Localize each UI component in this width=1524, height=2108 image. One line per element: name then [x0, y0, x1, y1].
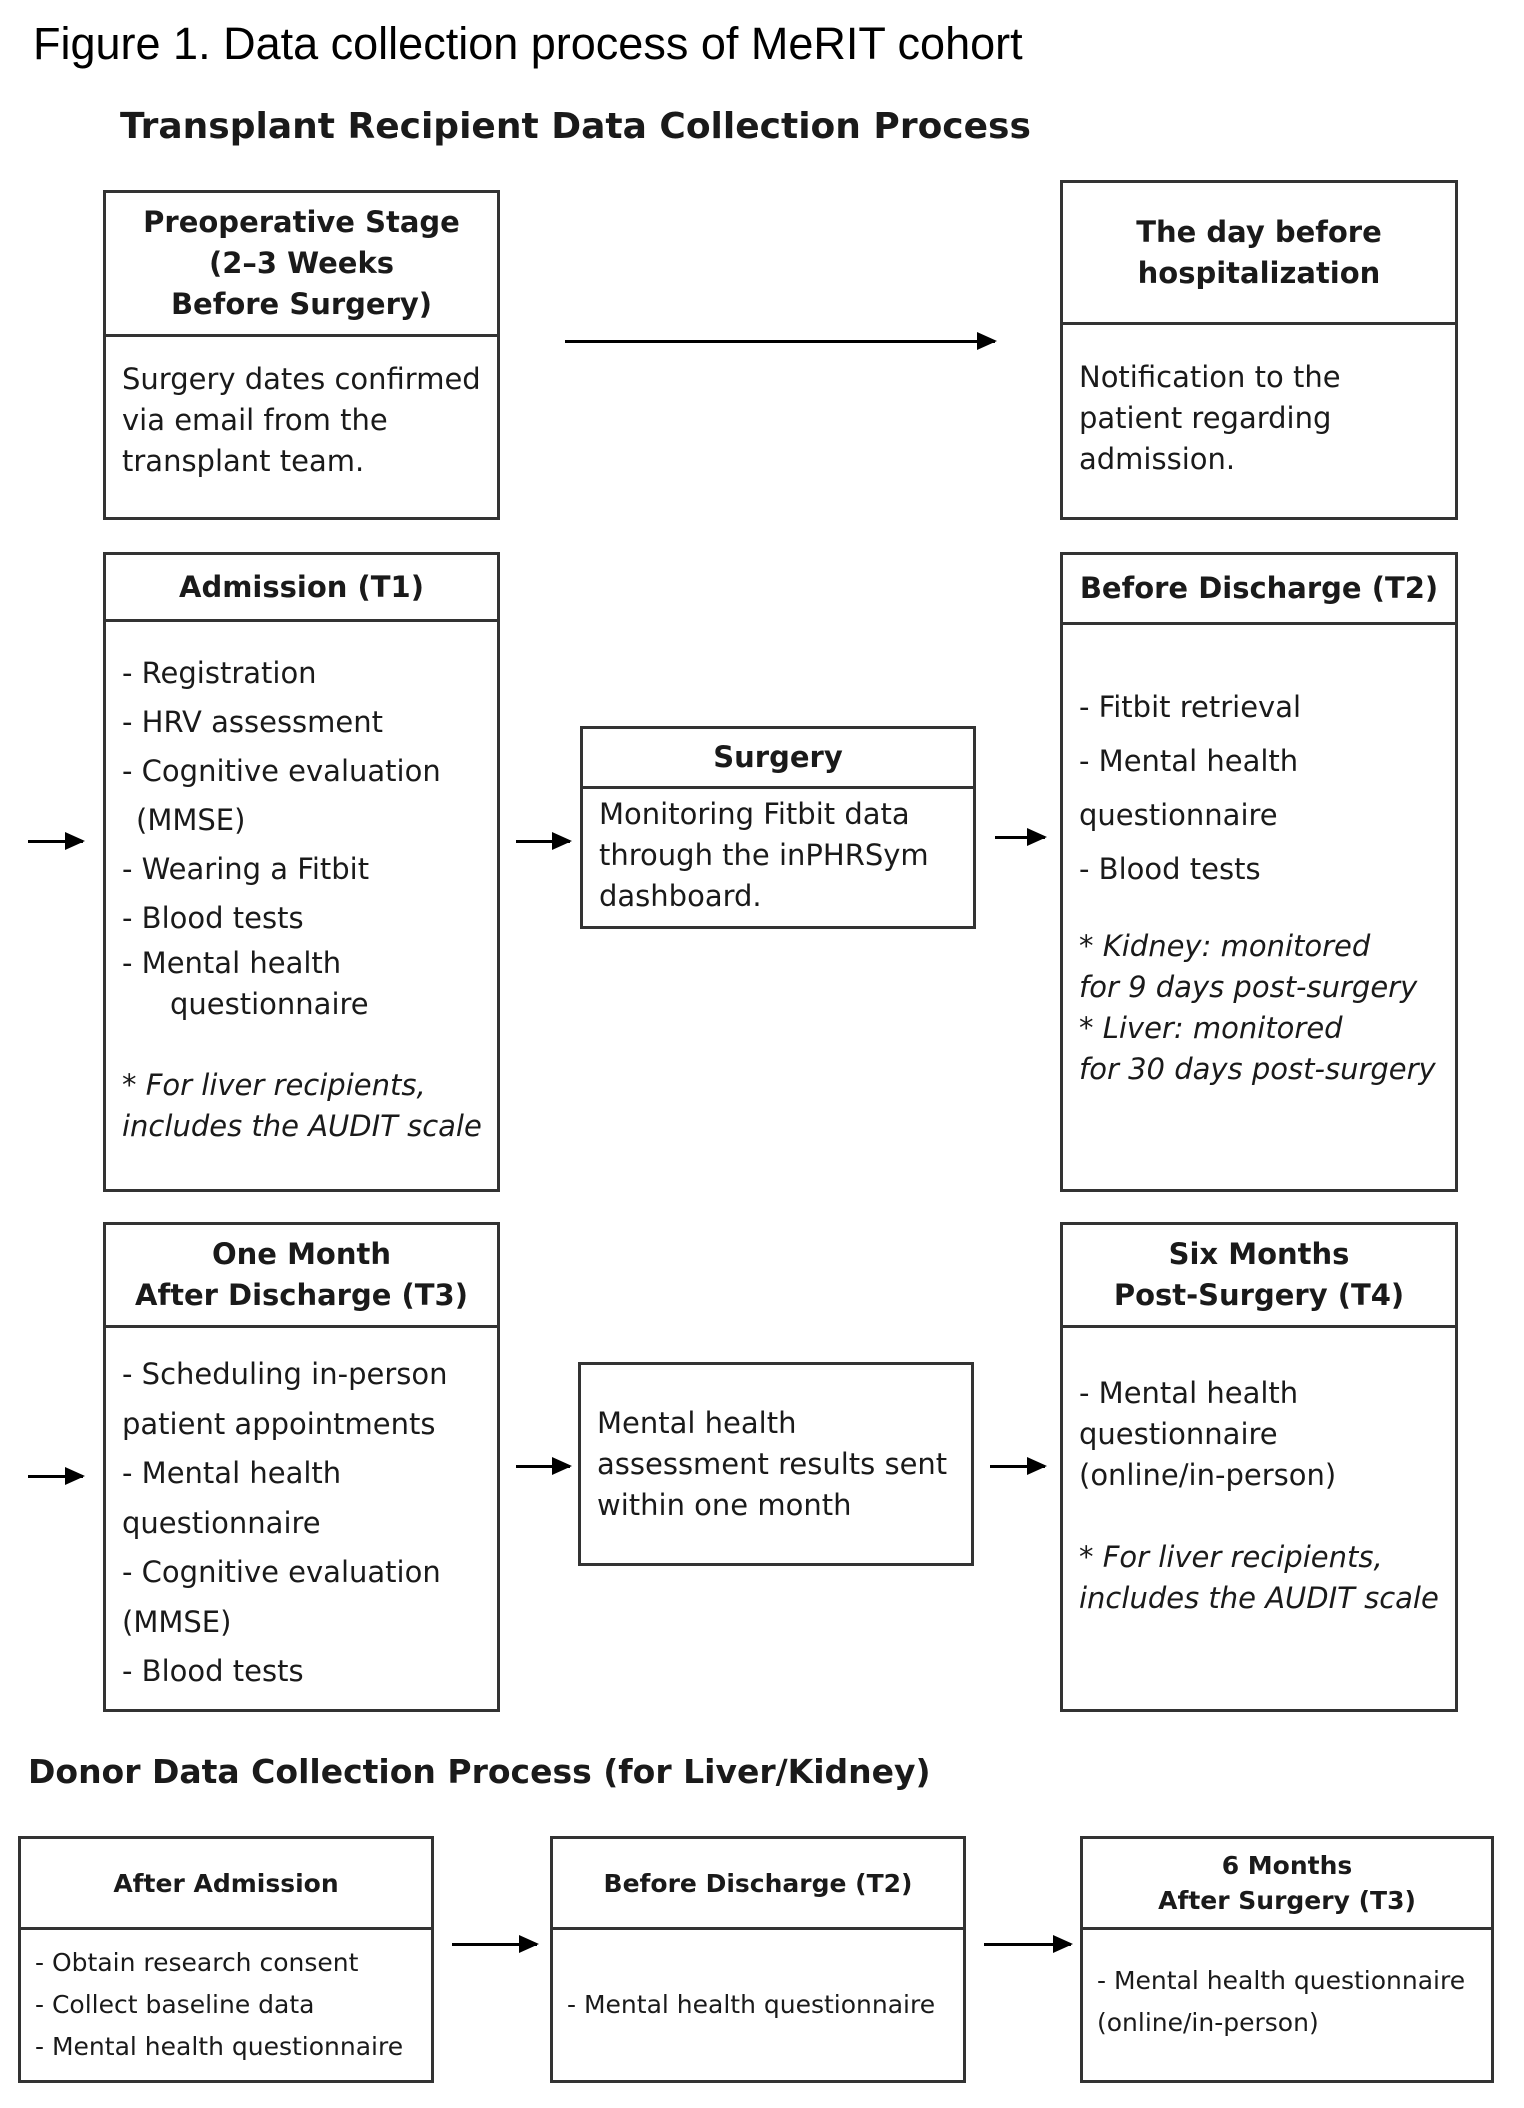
admission-t1-box: Admission (T1) - Registration - HRV asse… — [103, 552, 500, 1192]
arrow-donor-admission-to-discharge — [452, 1935, 539, 1953]
before-discharge-t2-body: - Fitbit retrieval - Mental health quest… — [1063, 625, 1455, 1189]
results-sent-body: Mental health assessment results sent wi… — [597, 1406, 948, 1522]
six-months-t4-box: Six Months Post-Surgery (T4) - Mental he… — [1060, 1222, 1458, 1712]
one-month-t3-body: - Scheduling in-person patient appointme… — [122, 1357, 448, 1688]
six-months-note: * For liver recipients, — [1079, 1540, 1383, 1574]
figure-title: Figure 1. Data collection process of MeR… — [33, 18, 1023, 69]
admission-note: * For liver recipients, — [122, 1068, 426, 1102]
surgery-body: Monitoring Fitbit data through the inPHR… — [599, 797, 929, 913]
arrow-admission-to-surgery — [516, 832, 572, 850]
donor-six-months-box: 6 Months After Surgery (T3) - Mental hea… — [1080, 1836, 1494, 2083]
one-month-t3-box: One Month After Discharge (T3) - Schedul… — [103, 1222, 500, 1712]
arrow-results-to-six-months — [990, 1457, 1047, 1475]
arrow-into-admission — [28, 832, 85, 850]
before-discharge-note: * Kidney: monitored — [1079, 929, 1371, 963]
arrow-one-month-to-results — [516, 1457, 572, 1475]
donor-six-months-body: - Mental health questionnaire (online/in… — [1097, 1966, 1466, 2037]
day-before-header: The day before hospitalization — [1063, 183, 1455, 325]
admission-t1-header: Admission (T1) — [106, 555, 497, 622]
donor-after-admission-header: After Admission — [21, 1839, 431, 1930]
day-before-body: Notification to the patient regarding ad… — [1079, 360, 1341, 476]
before-discharge-t2-header: Before Discharge (T2) — [1063, 555, 1455, 625]
donor-before-discharge-box: Before Discharge (T2) - Mental health qu… — [550, 1836, 966, 2083]
six-months-t4-body: - Mental health questionnaire (online/in… — [1063, 1328, 1455, 1709]
one-month-t3-header: One Month After Discharge (T3) — [106, 1225, 497, 1328]
donor-after-admission-box: After Admission - Obtain research consen… — [18, 1836, 434, 2083]
arrow-surgery-to-discharge — [995, 828, 1047, 846]
results-sent-box: Mental health assessment results sent wi… — [578, 1362, 974, 1566]
arrow-into-one-month — [28, 1467, 85, 1485]
arrow-preop-to-day-before — [565, 332, 997, 350]
donor-six-months-header: 6 Months After Surgery (T3) — [1083, 1839, 1491, 1930]
donor-before-discharge-header: Before Discharge (T2) — [553, 1839, 963, 1930]
preoperative-stage-header: Preoperative Stage (2–3 Weeks Before Sur… — [106, 193, 497, 337]
admission-t1-body: - Registration - HRV assessment - Cognit… — [122, 656, 482, 1143]
donor-before-discharge-body: - Mental health questionnaire — [567, 1990, 936, 2019]
surgery-header: Surgery — [583, 729, 973, 789]
six-months-t4-header: Six Months Post-Surgery (T4) — [1063, 1225, 1455, 1328]
preoperative-stage-box: Preoperative Stage (2–3 Weeks Before Sur… — [103, 190, 500, 520]
donor-after-admission-body: - Obtain research consent - Collect base… — [35, 1948, 404, 2061]
preoperative-stage-body: Surgery dates confirmed via email from t… — [122, 362, 481, 478]
day-before-box: The day before hospitalization Notificat… — [1060, 180, 1458, 520]
donor-section-title: Donor Data Collection Process (for Liver… — [28, 1752, 931, 1791]
arrow-donor-discharge-to-six-months — [984, 1935, 1073, 1953]
before-discharge-t2-box: Before Discharge (T2) - Fitbit retrieval… — [1060, 552, 1458, 1192]
surgery-box: Surgery Monitoring Fitbit data through t… — [580, 726, 976, 929]
recipient-section-title: Transplant Recipient Data Collection Pro… — [120, 106, 1031, 147]
